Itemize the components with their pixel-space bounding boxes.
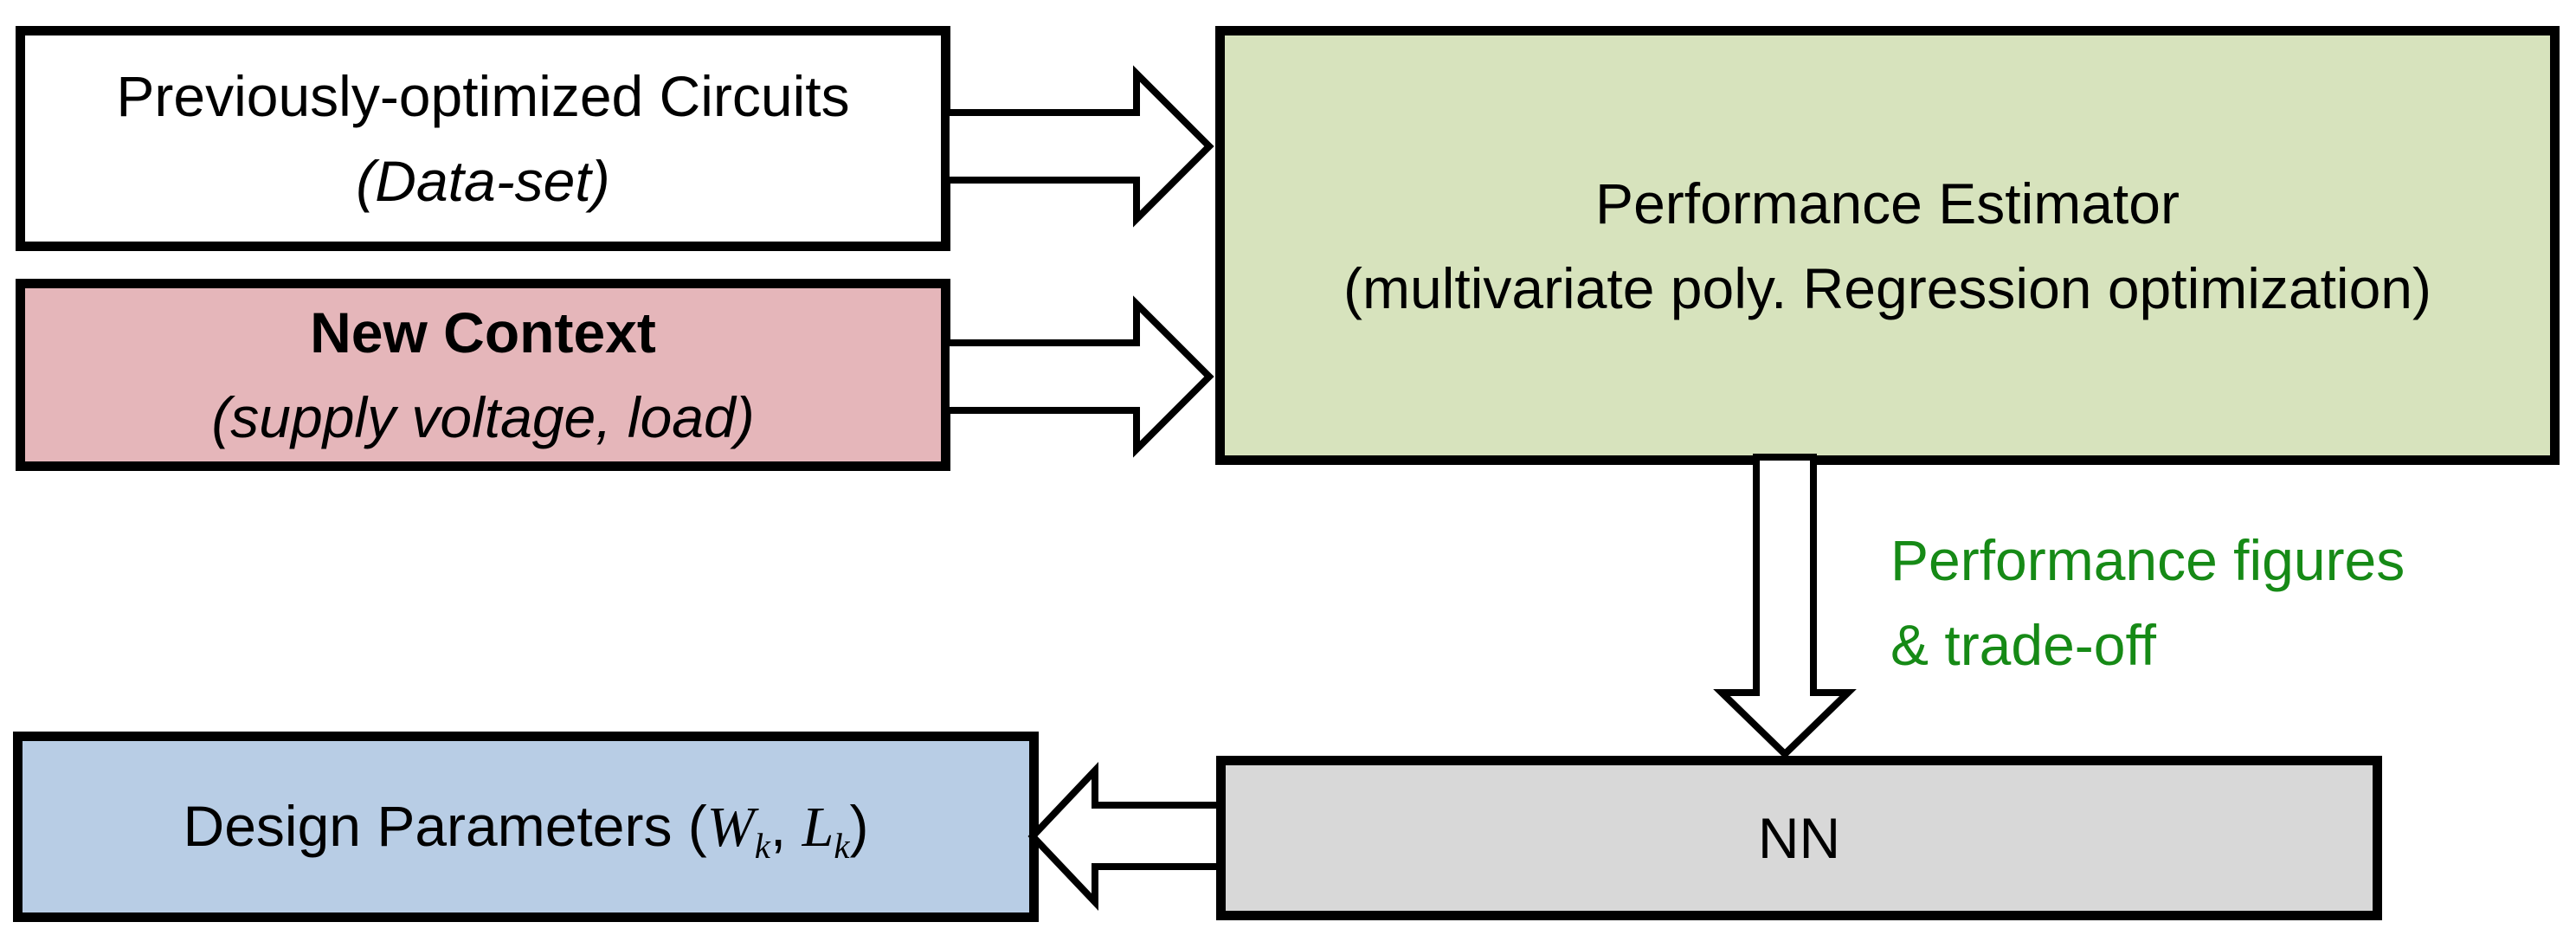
nn-to-design-arrow-icon bbox=[1027, 761, 1223, 912]
estimator-to-nn-arrow-icon bbox=[1713, 454, 1857, 759]
design-parameters-box: Design Parameters (Wk, Lk) bbox=[13, 732, 1039, 922]
context-to-estimator-arrow-icon bbox=[943, 295, 1214, 458]
nn-box-label: NN bbox=[1757, 806, 1841, 870]
design-parameters-comma: , bbox=[770, 794, 802, 858]
performance-estimator-box-title: Performance Estimator bbox=[1595, 171, 2180, 235]
dataset-box: Previously-optimized Circuits (Data-set) bbox=[16, 26, 950, 251]
design-parameters-l-var: Lk bbox=[802, 796, 850, 867]
performance-estimator-box-subtitle: (multivariate poly. Regression optimizat… bbox=[1343, 255, 2431, 320]
design-parameters-text: Design Parameters ( bbox=[183, 794, 707, 858]
dataset-box-subtitle: (Data-set) bbox=[356, 149, 610, 213]
dataset-to-estimator-arrow-icon bbox=[943, 65, 1214, 228]
design-parameters-box-label: Design Parameters (Wk, Lk) bbox=[184, 783, 869, 870]
dataset-box-title: Previously-optimized Circuits bbox=[116, 64, 850, 128]
new-context-box-title: New Context bbox=[310, 300, 656, 364]
performance-estimator-box: Performance Estimator (multivariate poly… bbox=[1215, 26, 2560, 465]
new-context-box: New Context (supply voltage, load) bbox=[16, 279, 950, 471]
nn-box: NN bbox=[1216, 756, 2382, 920]
annotation-line-2: & trade-off bbox=[1890, 613, 2156, 677]
annotation-line-1: Performance figures bbox=[1890, 528, 2405, 592]
design-parameters-w-var: Wk bbox=[706, 796, 770, 867]
performance-figures-annotation: Performance figures & trade-off bbox=[1890, 518, 2548, 687]
new-context-box-subtitle: (supply voltage, load) bbox=[211, 385, 755, 449]
design-parameters-close-paren: ) bbox=[849, 794, 869, 858]
